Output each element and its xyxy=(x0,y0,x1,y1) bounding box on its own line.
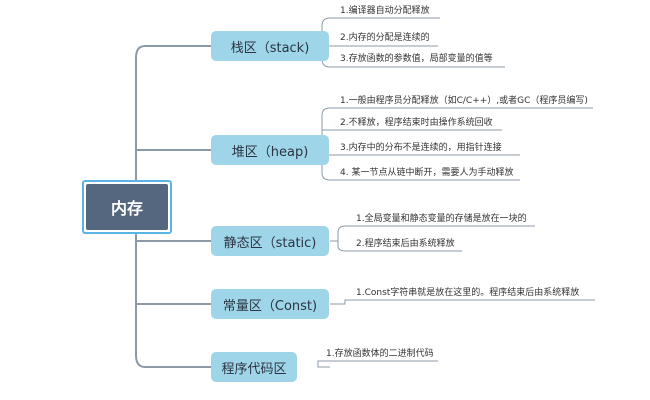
branch-static[interactable]: 静态区（static) xyxy=(211,226,329,256)
leaf-static-2: 2.程序结束后由系统释放 xyxy=(356,239,455,249)
leaf-heap-3: 3.内存中的分布不是连续的，用指针连接 xyxy=(340,143,502,153)
leaf-heap-2: 2.不释放，程序结束时由操作系统回收 xyxy=(340,118,493,128)
leaf-heap-1: 1.一般由程序员分配释放（如C/C++）,或者GC（程序员编写) xyxy=(340,96,588,106)
leaf-connector-static xyxy=(330,225,535,252)
branch-stack[interactable]: 栈区（stack) xyxy=(211,31,329,61)
root-node[interactable]: 内存 xyxy=(86,184,168,230)
leaf-stack-1: 1.编译器自动分配释放 xyxy=(340,6,430,16)
leaf-connector-const xyxy=(330,299,595,305)
leaf-underlines-stack xyxy=(330,17,505,68)
branch-code[interactable]: 程序代码区 xyxy=(211,352,297,382)
leaf-connector-code xyxy=(317,360,438,368)
leaf-static-1: 1.全局变量和静态变量的存储是放在一块的 xyxy=(356,214,527,224)
leaf-stack-2: 2.内存的分配是连续的 xyxy=(340,33,430,43)
branch-const[interactable]: 常量区（Const) xyxy=(211,289,329,319)
trunk-line xyxy=(135,45,211,368)
branch-heap[interactable]: 堆区（heap) xyxy=(211,135,329,165)
leaf-stack-3: 3.存放函数的参数值，局部变量的值等 xyxy=(340,54,493,64)
leaf-const-1: 1.Const字符串就是放在这里的。程序结束后由系统释放 xyxy=(356,288,580,298)
leaf-heap-4: 4. 某一节点从链中断开，需要人为手动释放 xyxy=(340,168,514,178)
leaf-code-1: 1.存放函数体的二进制代码 xyxy=(326,349,434,359)
